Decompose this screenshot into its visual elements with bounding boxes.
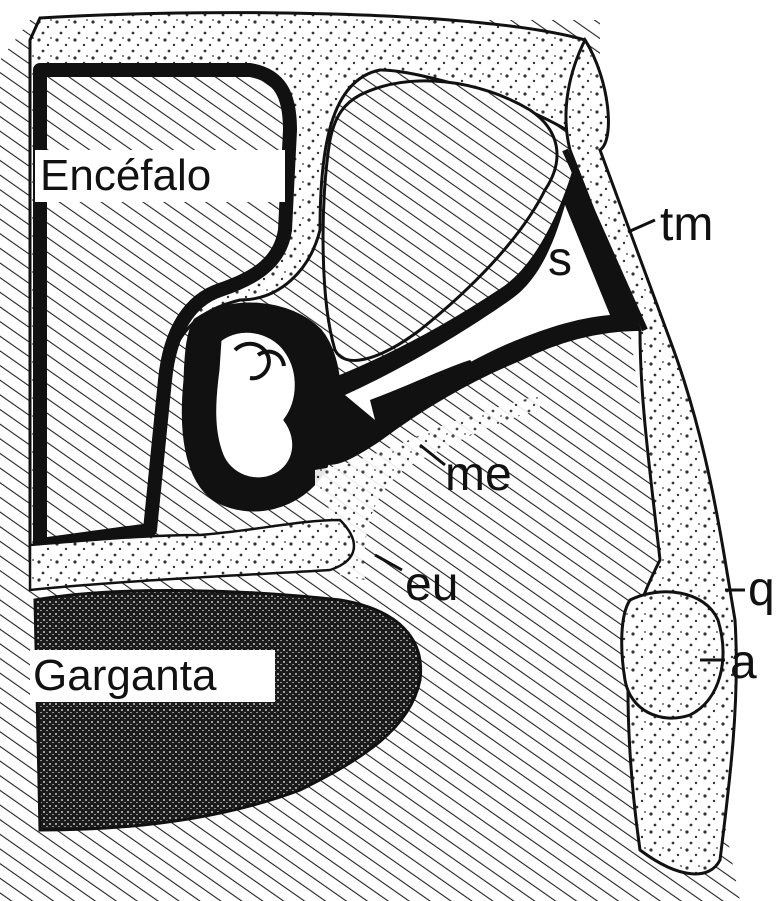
structure-a — [622, 592, 723, 718]
label-eu: eu — [405, 558, 458, 611]
label-garganta: Garganta — [33, 651, 217, 700]
cochlea — [215, 331, 297, 479]
label-q: q — [748, 563, 775, 616]
label-tm: tm — [660, 198, 713, 251]
label-a: a — [730, 636, 757, 689]
label-s: s — [548, 233, 572, 286]
label-encefalo: Encéfalo — [40, 151, 211, 200]
label-me: me — [445, 448, 512, 501]
